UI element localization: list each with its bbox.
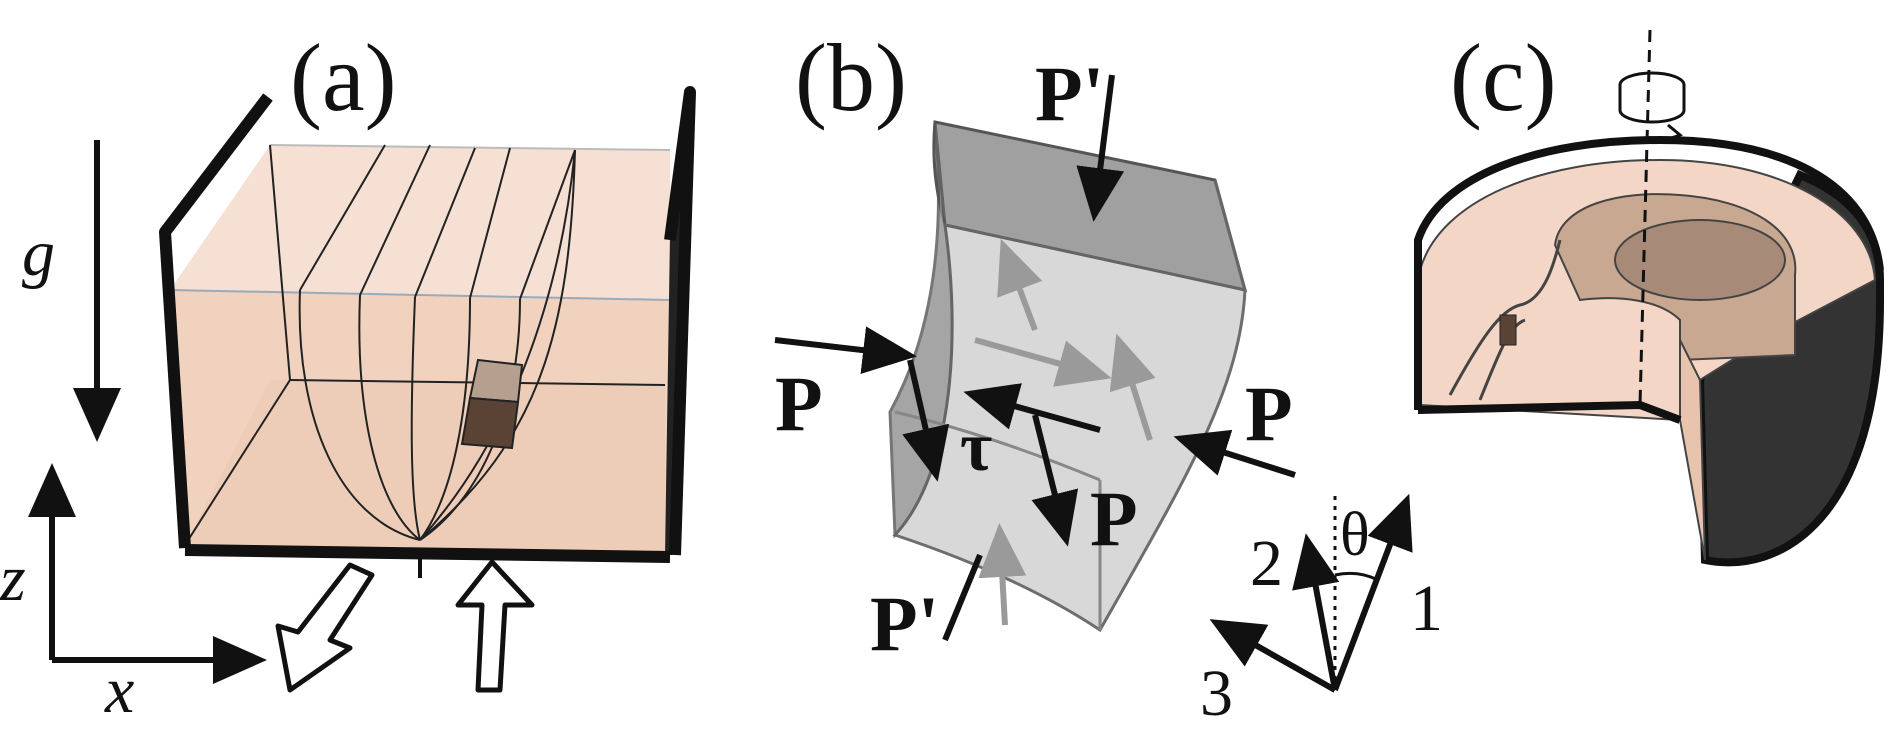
panel-c-label: (c) — [1450, 24, 1557, 131]
annulus-bottom-edge — [1417, 400, 1682, 424]
cube-back-edge — [1213, 179, 1247, 291]
top-load-label: P' — [1035, 50, 1104, 137]
panel-c: (c) — [1414, 24, 1884, 567]
inflow-hollow-arrow — [455, 559, 535, 693]
inner-load-label: P — [1090, 475, 1138, 562]
inner-cylinder-top — [1614, 219, 1786, 301]
tank-back-left-wall — [159, 93, 273, 549]
fluid-top-surface — [170, 145, 670, 300]
fluid-surface-line — [169, 289, 671, 301]
shear-arrow-horizontal — [963, 383, 1101, 433]
left-load-label: P — [775, 360, 823, 447]
gravity-label: g — [22, 217, 55, 290]
shear-arrow-left-down — [902, 359, 950, 482]
axis-2-label: 2 — [1250, 527, 1283, 600]
right-load-label: P — [1245, 370, 1293, 457]
left-load-arrow — [774, 326, 917, 375]
intruder-lower — [460, 396, 520, 450]
annulus-rim — [1414, 135, 1884, 410]
principal-axes — [1209, 493, 1413, 693]
shear-label: τ — [960, 409, 992, 486]
shear-arrow-down — [1031, 414, 1079, 547]
tank-right-edge — [664, 86, 696, 556]
bottom-load-arrow — [942, 553, 983, 642]
outflow-hollow-arrow — [275, 562, 375, 693]
top-load-arrow — [1076, 74, 1125, 222]
panel-a: (a) — [0, 24, 696, 727]
intruder-upper — [468, 358, 524, 404]
axis-1-label: 1 — [1410, 572, 1443, 645]
cut-face — [1679, 339, 1706, 561]
z-axis-label: z — [0, 542, 26, 615]
x-axis-label: x — [104, 654, 134, 727]
axis-3-label: 3 — [1200, 657, 1233, 730]
intruder-c — [1499, 314, 1517, 346]
panel-b: (b) P' P P P' τ P — [774, 24, 1443, 730]
rotation-axis — [1638, 29, 1652, 406]
panel-b-label: (b) — [795, 24, 907, 131]
tank-bottom-floor — [185, 380, 665, 555]
panel-a-label: (a) — [290, 24, 397, 131]
rotation-icon — [1618, 71, 1686, 142]
fluid-back-line — [269, 144, 671, 151]
angle-label: θ — [1340, 501, 1370, 569]
internal-stress-arrows — [974, 238, 1156, 626]
right-load-arrow — [1173, 429, 1296, 478]
bottom-load-label: P' — [870, 580, 939, 667]
annulus-channel — [1448, 239, 1562, 396]
tank-bottom-edge — [184, 544, 671, 563]
cavity-profiles — [184, 144, 666, 546]
